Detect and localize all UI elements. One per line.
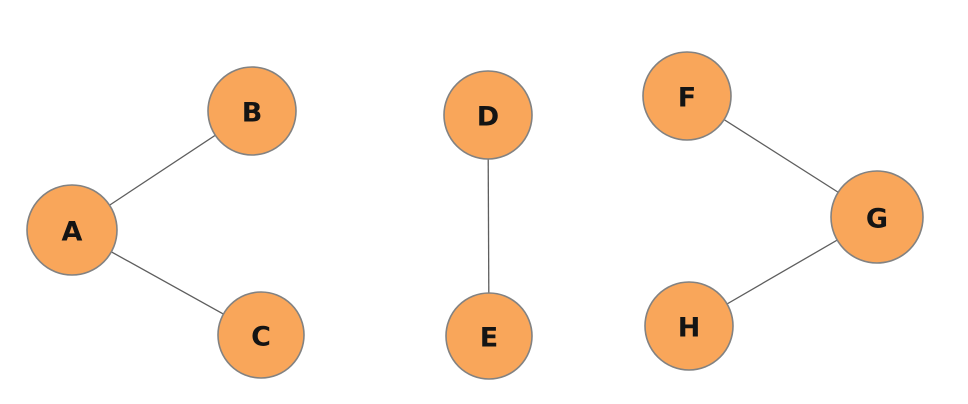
graph-node-H: H [644, 281, 734, 371]
node-label-F: F [678, 83, 696, 114]
node-label-E: E [480, 323, 498, 354]
graph-node-B: B [207, 66, 297, 156]
node-label-B: B [242, 98, 263, 129]
node-circle-H [644, 281, 734, 371]
node-circle-B [207, 66, 297, 156]
graph-node-C: C [217, 291, 305, 379]
node-circle-F [642, 51, 732, 141]
node-label-H: H [678, 313, 701, 344]
node-circle-A [26, 184, 118, 276]
node-label-A: A [62, 217, 83, 248]
node-circle-C [217, 291, 305, 379]
node-label-D: D [477, 102, 499, 133]
node-circle-G [830, 170, 924, 264]
node-circle-D [443, 70, 533, 160]
graph-node-G: G [830, 170, 924, 264]
node-circle-E [445, 292, 533, 380]
graph-node-D: D [443, 70, 533, 160]
node-label-G: G [866, 204, 888, 235]
graph-node-A: A [26, 184, 118, 276]
graph-node-F: F [642, 51, 732, 141]
graph-node-E: E [445, 292, 533, 380]
node-label-C: C [251, 322, 271, 353]
